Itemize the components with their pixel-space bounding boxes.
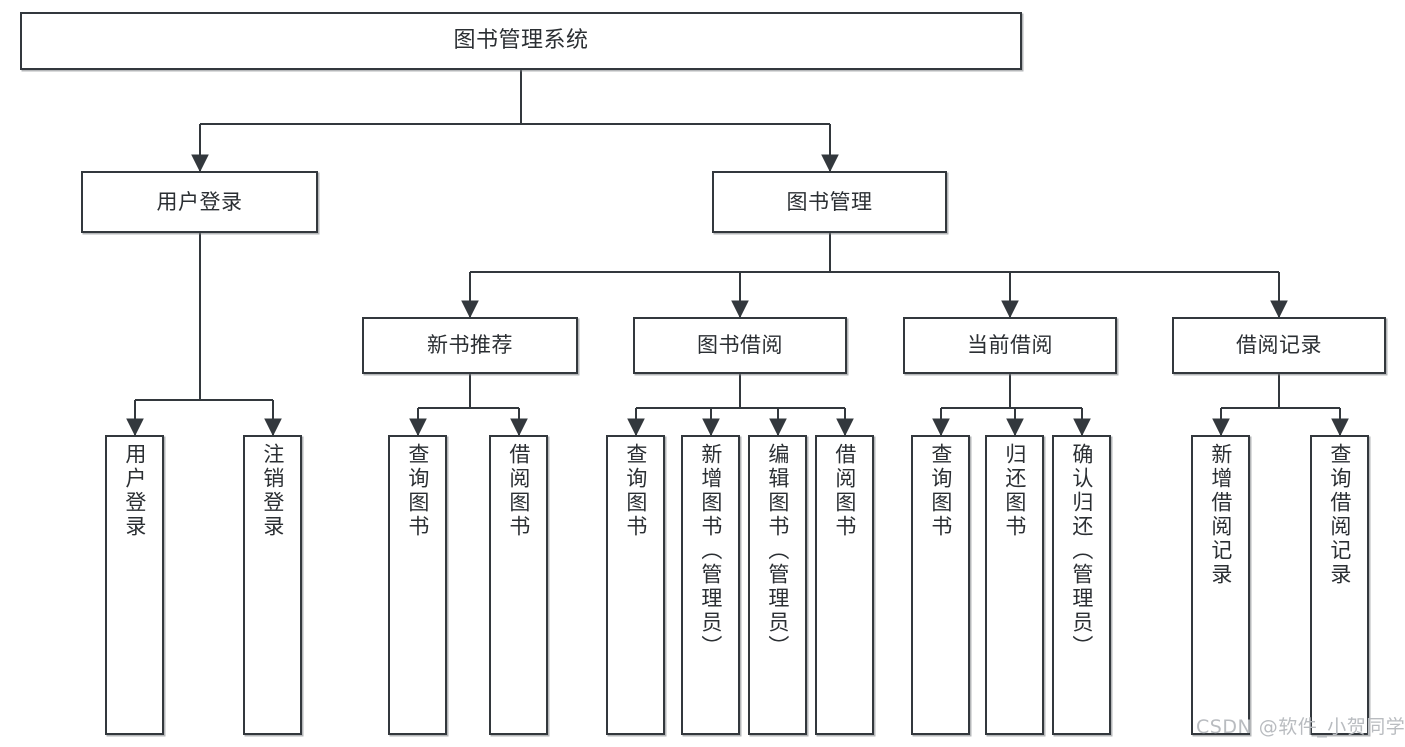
node-leaf-borrow-book-1[interactable]: 借阅图书 xyxy=(489,435,548,735)
arrowhead-icon-leaf-user-login xyxy=(126,418,144,437)
node-current-borrow[interactable]: 当前借阅 xyxy=(903,317,1117,374)
node-leaf-borrow-book-2[interactable]: 借阅图书 xyxy=(815,435,874,735)
node-leaf-add-book[interactable]: 新增图书（管理员） xyxy=(681,435,740,735)
arrowhead-icon-user-login xyxy=(191,154,209,173)
arrowhead-icon-leaf-confirm-return xyxy=(1073,418,1091,437)
node-label-root: 图书管理系统 xyxy=(453,28,589,54)
node-label-leaf-query-record: 查询借阅记录 xyxy=(1327,443,1352,587)
node-label-leaf-confirm-return: 确认归还（管理员） xyxy=(1069,443,1094,659)
arrowhead-icon-book-borrow xyxy=(731,300,749,319)
arrowhead-icon-leaf-borrow-book-1 xyxy=(510,418,528,437)
node-label-leaf-query-book-2: 查询图书 xyxy=(623,443,648,539)
node-label-user-login: 用户登录 xyxy=(156,189,243,214)
node-leaf-confirm-return[interactable]: 确认归还（管理员） xyxy=(1052,435,1111,735)
node-label-leaf-query-book-3: 查询图书 xyxy=(928,443,953,539)
node-leaf-query-book-2[interactable]: 查询图书 xyxy=(606,435,665,735)
watermark-label: CSDN @软件_小贺同学 xyxy=(1196,716,1405,738)
node-leaf-edit-book[interactable]: 编辑图书（管理员） xyxy=(748,435,807,735)
arrowhead-icon-leaf-add-record xyxy=(1212,418,1230,437)
node-user-login[interactable]: 用户登录 xyxy=(81,171,318,233)
node-label-book-borrow: 图书借阅 xyxy=(697,333,783,358)
node-label-leaf-logout: 注销登录 xyxy=(260,443,285,539)
node-leaf-query-book-1[interactable]: 查询图书 xyxy=(388,435,447,735)
node-root[interactable]: 图书管理系统 xyxy=(20,12,1022,70)
arrowhead-icon-leaf-add-book xyxy=(702,418,720,437)
node-leaf-return-book[interactable]: 归还图书 xyxy=(985,435,1044,735)
arrowhead-icon-leaf-logout xyxy=(264,418,282,437)
node-borrow-record[interactable]: 借阅记录 xyxy=(1172,317,1386,374)
arrowhead-icon-new-book-rec xyxy=(461,300,479,319)
node-label-leaf-user-login: 用户登录 xyxy=(122,443,147,539)
node-label-borrow-record: 借阅记录 xyxy=(1236,333,1322,358)
node-label-leaf-query-book-1: 查询图书 xyxy=(405,443,430,539)
node-label-current-borrow: 当前借阅 xyxy=(967,333,1053,358)
arrowhead-icon-current-borrow xyxy=(1001,300,1019,319)
node-leaf-query-record[interactable]: 查询借阅记录 xyxy=(1310,435,1369,735)
node-label-leaf-edit-book: 编辑图书（管理员） xyxy=(765,443,790,659)
arrowhead-icon-leaf-query-record xyxy=(1331,418,1349,437)
arrowhead-icon-leaf-query-book-2 xyxy=(627,418,645,437)
node-label-leaf-borrow-book-1: 借阅图书 xyxy=(506,443,531,539)
arrowhead-icon-leaf-return-book xyxy=(1006,418,1024,437)
node-label-leaf-return-book: 归还图书 xyxy=(1002,443,1027,539)
arrowhead-icon-book-manage xyxy=(821,154,839,173)
node-leaf-query-book-3[interactable]: 查询图书 xyxy=(911,435,970,735)
node-label-new-book-rec: 新书推荐 xyxy=(427,333,513,358)
node-leaf-logout[interactable]: 注销登录 xyxy=(243,435,302,735)
node-book-manage[interactable]: 图书管理 xyxy=(712,171,947,233)
node-leaf-add-record[interactable]: 新增借阅记录 xyxy=(1191,435,1250,735)
node-label-leaf-borrow-book-2: 借阅图书 xyxy=(832,443,857,539)
arrowhead-icon-leaf-borrow-book-2 xyxy=(836,418,854,437)
node-book-borrow[interactable]: 图书借阅 xyxy=(633,317,847,374)
arrowhead-icon-borrow-record xyxy=(1270,300,1288,319)
node-label-book-manage: 图书管理 xyxy=(786,189,873,214)
arrowhead-icon-leaf-query-book-3 xyxy=(932,418,950,437)
arrowhead-icon-leaf-edit-book xyxy=(769,418,787,437)
node-new-book-rec[interactable]: 新书推荐 xyxy=(362,317,578,374)
node-label-leaf-add-book: 新增图书（管理员） xyxy=(698,443,723,659)
node-leaf-user-login[interactable]: 用户登录 xyxy=(105,435,164,735)
arrowhead-icon-leaf-query-book-1 xyxy=(409,418,427,437)
node-label-leaf-add-record: 新增借阅记录 xyxy=(1208,443,1233,587)
